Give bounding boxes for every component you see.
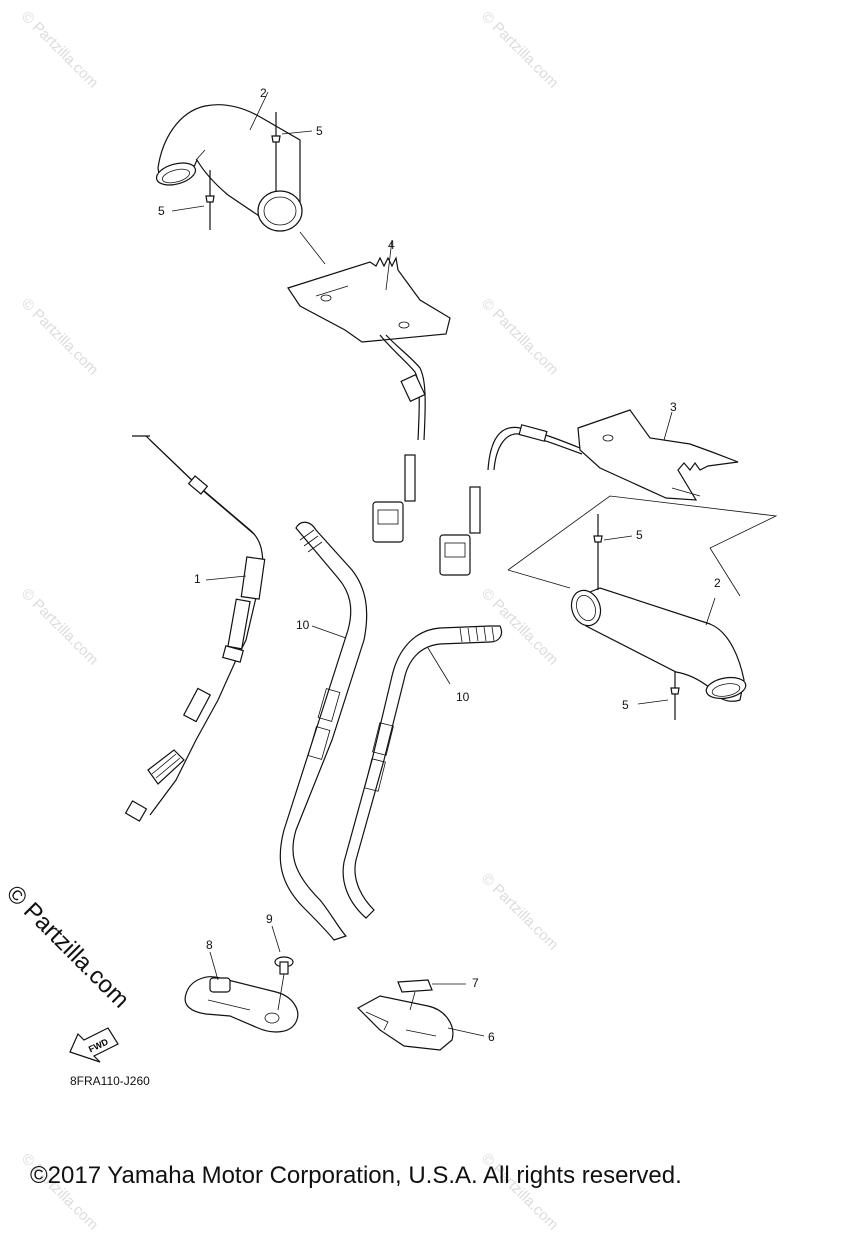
- callout-7: 7: [472, 976, 479, 990]
- rivet-5-right-bottom: [637, 672, 680, 720]
- callout-5: 5: [622, 698, 629, 712]
- grip-tube-left: [155, 104, 303, 232]
- callout-6: 6: [488, 1030, 495, 1044]
- callout-4: 4: [388, 238, 395, 252]
- callout-5: 5: [636, 528, 643, 542]
- heater-element-3: [439, 409, 739, 576]
- rivet-5-top: [271, 112, 313, 192]
- screw-9: [271, 925, 294, 1011]
- pad-7: [397, 979, 466, 1011]
- callout-5: 5: [316, 124, 323, 138]
- throttle-cable-1: [124, 435, 266, 822]
- callout-10: 10: [456, 690, 470, 704]
- callout-5: 5: [158, 204, 165, 218]
- heater-element-4: [287, 239, 451, 543]
- callout-2: 2: [714, 576, 721, 590]
- callout-2: 2: [260, 86, 267, 100]
- callout-9: 9: [266, 912, 273, 926]
- bracket-6: [357, 995, 485, 1051]
- diagram-code: 8FRA110-J260: [70, 1074, 150, 1088]
- handle-10-left: [279, 521, 368, 941]
- grip-tube-right: [570, 587, 747, 702]
- callout-1: 1: [194, 572, 201, 586]
- fwd-arrow-icon: [69, 1027, 119, 1063]
- grip-8: [184, 951, 299, 1033]
- callout-10: 10: [296, 618, 310, 632]
- rivet-5-right-top: [593, 514, 633, 590]
- callout-3: 3: [670, 400, 677, 414]
- rivet-5-left: [171, 170, 215, 230]
- callout-8: 8: [206, 938, 213, 952]
- handle-10-right: [342, 625, 503, 919]
- copyright-text: ©2017 Yamaha Motor Corporation, U.S.A. A…: [30, 1162, 682, 1189]
- parts-diagram: FWD: [69, 91, 778, 1063]
